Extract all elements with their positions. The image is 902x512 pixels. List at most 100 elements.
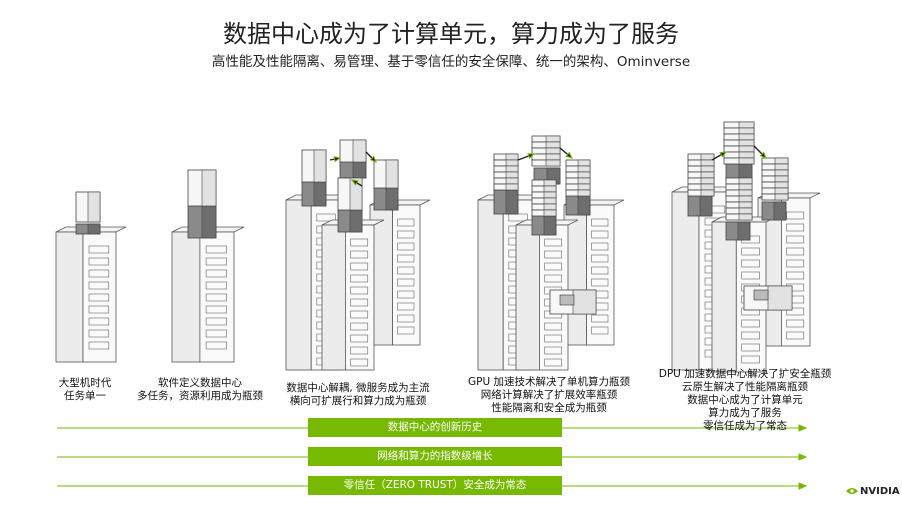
module-shade	[774, 157, 789, 165]
compute-module	[337, 209, 363, 233]
flow-arrowhead	[527, 153, 536, 160]
compute-module	[723, 157, 755, 165]
nvidia-eye-icon	[846, 488, 858, 494]
server-rack	[171, 226, 245, 363]
stage-caption-sddc: 软件定义数据中心 多任务，资源利用成为瓶颈	[130, 377, 270, 403]
stage-caption-dpu: DPU 加速数据中心解决了扩安全瓶颈 云原生解决了性能隔离瓶颈 数据中心成为了计…	[650, 368, 840, 433]
compute-module	[187, 169, 217, 207]
compute-module	[565, 171, 591, 179]
compute-module	[761, 175, 789, 183]
compute-module	[761, 157, 789, 165]
compute-module	[565, 165, 591, 173]
module-shade	[349, 209, 363, 233]
caption-line: 数据中心成为了计算单元	[687, 394, 803, 406]
module-shade	[738, 195, 753, 203]
compute-module	[725, 163, 753, 181]
stage-caption-microservices: 数据中心解耦, 微服务成为主流 横向可扩展行和算力成为瓶颈	[278, 382, 438, 408]
module-shade	[773, 201, 787, 221]
rack-slot	[591, 218, 609, 227]
caption-line: 数据中心解耦, 微服务成为主流	[286, 382, 430, 394]
rack-slot	[741, 331, 760, 340]
module-shade	[774, 187, 789, 195]
module-shade	[543, 191, 557, 199]
brand-name: NVIDIA	[860, 486, 900, 497]
compute-module	[493, 183, 519, 191]
module-shade	[738, 213, 753, 221]
caption-line: 多任务，资源利用成为瓶颈	[137, 390, 263, 402]
rack-slot	[397, 326, 415, 335]
module-shade	[505, 171, 519, 179]
module-shade	[577, 159, 591, 167]
rack-slot	[88, 245, 110, 254]
compute-module	[339, 159, 367, 179]
compute-module	[301, 149, 327, 183]
rack-slot	[350, 322, 369, 331]
rack-side	[671, 191, 700, 371]
rack-slot	[397, 218, 415, 227]
flow-arrowhead	[759, 151, 767, 159]
rack-slot	[88, 293, 110, 302]
caption-line: 横向可扩展行和算力成为瓶颈	[289, 395, 427, 407]
rack-slot	[591, 266, 609, 275]
module-shade	[738, 201, 753, 209]
module-shade	[201, 169, 217, 207]
module-shade	[774, 163, 789, 171]
rack-side	[321, 224, 346, 371]
module-shade	[545, 141, 561, 149]
server-rack	[369, 199, 431, 346]
compute-module	[339, 139, 367, 163]
module-shade	[87, 191, 101, 223]
compute-module	[493, 171, 519, 179]
rack-slot	[350, 286, 369, 295]
rack-slot	[88, 329, 110, 338]
caption-line: 软件定义数据中心	[158, 377, 242, 389]
compute-module	[761, 163, 789, 171]
compute-module	[493, 177, 519, 185]
rack-slot	[786, 319, 805, 328]
timeline-arrowhead	[798, 453, 808, 461]
module-shade	[577, 194, 591, 216]
rack-slot	[397, 230, 415, 239]
flow-arrowhead	[350, 179, 359, 186]
module-shade	[543, 209, 557, 217]
compute-module	[565, 177, 591, 185]
compute-module	[531, 209, 557, 217]
module-shade	[738, 183, 753, 191]
timeline-arrowhead	[798, 482, 808, 490]
rack-slot	[591, 278, 609, 287]
module-shade	[543, 203, 557, 211]
rack-slot	[205, 281, 227, 290]
module-shade	[738, 189, 753, 197]
rack-side	[55, 231, 84, 363]
module-shade	[738, 121, 755, 129]
module-shade	[700, 171, 715, 179]
module-shade	[577, 171, 591, 179]
nvidia-logo: NVIDIA	[846, 486, 900, 497]
rack-slot	[591, 254, 609, 263]
page-title: 数据中心成为了计算单元，算力成为了服务	[223, 20, 679, 48]
compute-module	[75, 191, 101, 223]
module-shade	[545, 159, 561, 167]
rack-slot	[786, 331, 805, 340]
rack-slot	[544, 250, 563, 259]
compute-module	[761, 201, 787, 221]
compute-module	[493, 189, 519, 215]
rack-slot	[591, 314, 609, 323]
compute-module	[565, 189, 591, 197]
rack-slot	[786, 235, 805, 244]
compute-module	[493, 153, 519, 161]
rack-slot	[741, 319, 760, 328]
rack-slot	[544, 334, 563, 343]
compute-module	[725, 177, 753, 185]
flow-arrowhead	[719, 151, 728, 158]
compute-module	[687, 189, 715, 197]
caption-line: DPU 加速数据中心解决了扩安全瓶颈	[658, 368, 832, 380]
compute-module	[373, 159, 399, 189]
page-subtitle: 高性能及性能隔离、易管理、基于零信任的安全保障、统一的架构、Ominverse	[211, 54, 691, 70]
compute-module	[493, 165, 519, 173]
rack-slot	[544, 322, 563, 331]
rack-slot	[741, 247, 760, 256]
rack-slot	[786, 247, 805, 256]
rack-slot	[205, 293, 227, 302]
trend-bar-innovation-history: 数据中心的创新历史	[308, 418, 562, 437]
